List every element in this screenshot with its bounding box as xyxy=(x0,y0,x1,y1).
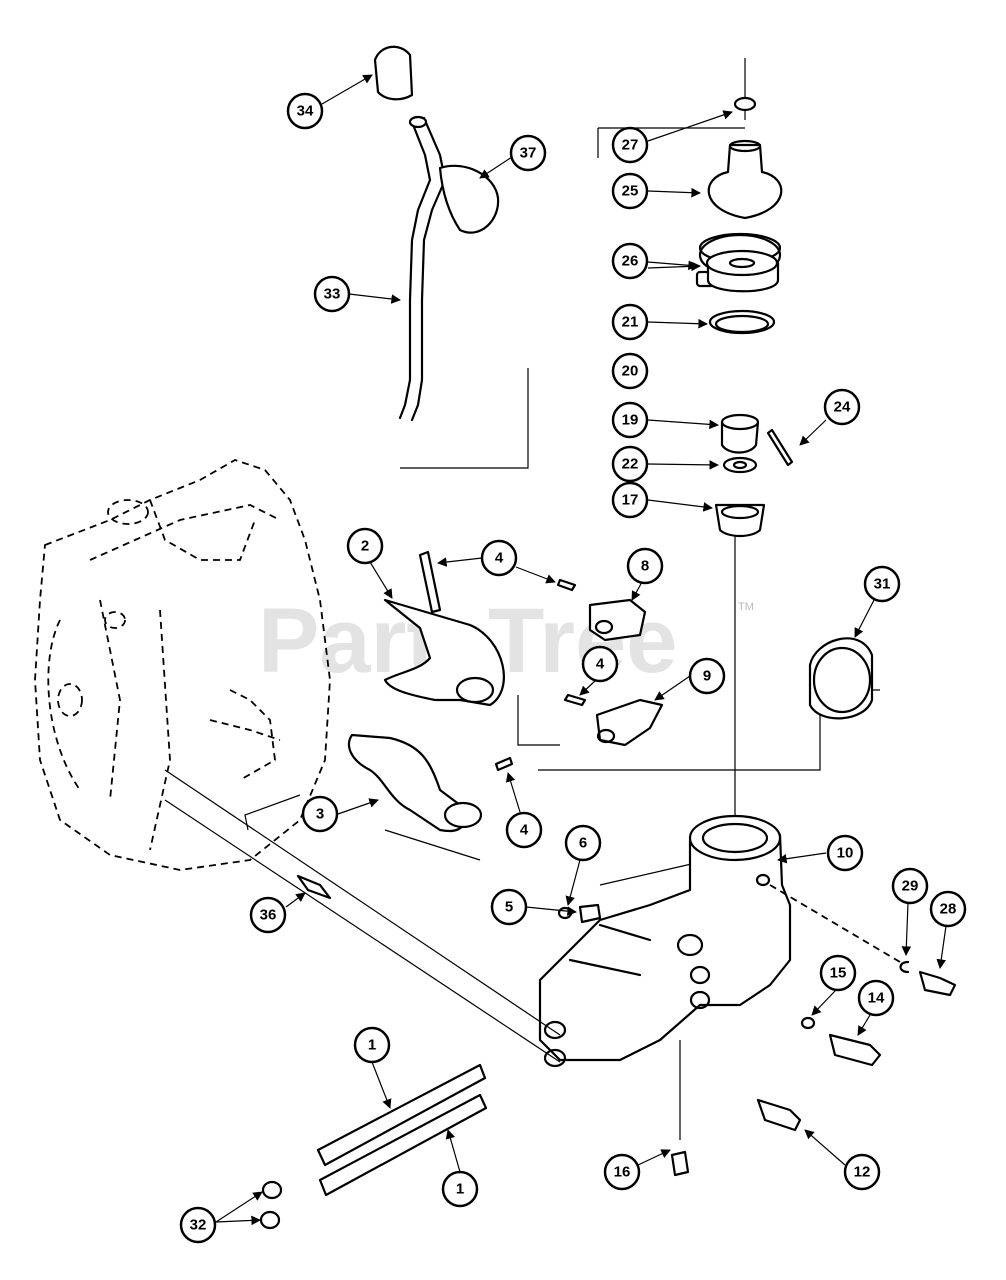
callout-22: 22 xyxy=(611,445,649,483)
callout-label: 10 xyxy=(837,845,854,862)
callout-3: 3 xyxy=(301,795,339,833)
callout-32: 32 xyxy=(179,1206,217,1244)
callout-label: 2 xyxy=(361,538,369,555)
callout-label: 4 xyxy=(520,822,529,839)
callout-4-low: 4 xyxy=(505,811,543,849)
callout-5: 5 xyxy=(490,888,528,926)
callout-27: 27 xyxy=(611,126,649,164)
callout-1-lower: 1 xyxy=(441,1170,479,1208)
callout-label: 32 xyxy=(190,1217,207,1234)
callout-label: 24 xyxy=(834,399,851,416)
callout-36: 36 xyxy=(249,896,287,934)
callout-label: 19 xyxy=(622,412,639,429)
callout-label: 1 xyxy=(456,1181,464,1198)
hardware xyxy=(259,874,957,1230)
callout-label: 1 xyxy=(368,1037,376,1054)
callout-label: 4 xyxy=(495,550,504,567)
callout-label: 5 xyxy=(505,899,513,916)
callout-2: 2 xyxy=(346,527,384,565)
callout-10: 10 xyxy=(826,834,864,872)
callout-label: 26 xyxy=(622,253,639,270)
callout-6: 6 xyxy=(564,824,602,862)
callout-label: 12 xyxy=(854,1164,871,1181)
watermark: PartsTree TM xyxy=(258,590,754,692)
callout-label: 15 xyxy=(830,965,847,982)
callout-26: 26 xyxy=(611,242,649,280)
callout-33: 33 xyxy=(313,275,351,313)
callout-label: 17 xyxy=(622,492,639,509)
callout-label: 22 xyxy=(622,456,639,473)
callout-label: 3 xyxy=(316,806,324,823)
callout-21: 21 xyxy=(611,303,649,341)
shifter-housing xyxy=(538,814,792,1068)
callout-label: 14 xyxy=(868,990,885,1007)
callout-31: 31 xyxy=(863,565,901,603)
callout-label: 33 xyxy=(324,286,341,303)
callout-24: 24 xyxy=(823,388,861,426)
watermark-trademark: TM xyxy=(738,601,754,613)
callout-label: 21 xyxy=(622,314,639,331)
leader-lines xyxy=(215,74,947,1226)
callout-label: 34 xyxy=(297,103,314,120)
callout-label: 36 xyxy=(260,907,277,924)
callout-label: 37 xyxy=(520,145,537,162)
callout-17: 17 xyxy=(611,481,649,519)
callout-8: 8 xyxy=(626,547,664,585)
callout-19: 19 xyxy=(611,401,649,439)
callout-28: 28 xyxy=(929,890,967,928)
callout-29: 29 xyxy=(891,867,929,905)
callout-label: 27 xyxy=(622,137,639,154)
callout-label: 16 xyxy=(614,1164,631,1181)
ring-31 xyxy=(808,637,874,720)
callout-15: 15 xyxy=(819,954,857,992)
callout-label: 8 xyxy=(641,558,649,575)
callout-20: 20 xyxy=(611,352,649,390)
callout-label: 6 xyxy=(579,835,587,852)
callout-9: 9 xyxy=(688,657,726,695)
callout-label: 4 xyxy=(596,656,605,673)
callout-label: 20 xyxy=(622,363,639,380)
callout-14: 14 xyxy=(857,979,895,1017)
shift-rails xyxy=(164,769,561,1197)
callout-25: 25 xyxy=(611,172,649,210)
callout-34: 34 xyxy=(286,92,324,130)
callout-16: 16 xyxy=(603,1153,641,1191)
shift-lever xyxy=(373,45,529,469)
callout-1-upper: 1 xyxy=(353,1026,391,1064)
callout-label: 28 xyxy=(940,901,957,918)
callout-label: 31 xyxy=(874,576,891,593)
callout-label: 25 xyxy=(622,183,639,200)
callout-4-top: 4 xyxy=(480,539,518,577)
callout-4-mid: 4 xyxy=(581,645,619,683)
callout-12: 12 xyxy=(843,1153,881,1191)
callout-label: 29 xyxy=(902,878,919,895)
boot-assembly xyxy=(597,58,794,825)
transmission-housing xyxy=(34,459,331,871)
callout-label: 9 xyxy=(703,668,711,685)
callout-37: 37 xyxy=(509,134,547,172)
